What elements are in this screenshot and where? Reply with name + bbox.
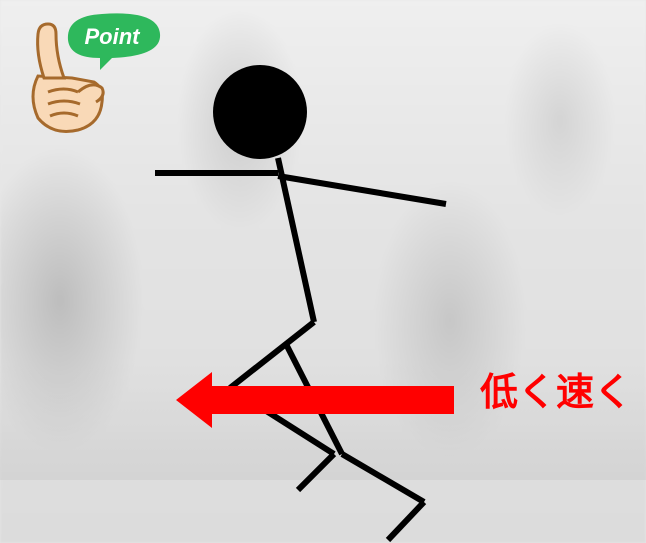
figure-back-thigh bbox=[228, 319, 316, 391]
figure-back-foot bbox=[295, 451, 337, 493]
point-label: Point bbox=[85, 24, 142, 49]
figure-torso bbox=[275, 157, 317, 323]
figure-front-shin bbox=[340, 451, 426, 505]
arrow-shaft bbox=[208, 386, 454, 414]
point-speech-bubble: Point bbox=[67, 13, 161, 70]
figure-front-foot bbox=[385, 499, 427, 543]
arrow-left-head-icon bbox=[176, 372, 212, 428]
figure-right-arm bbox=[277, 173, 447, 207]
point-badge: Point bbox=[31, 13, 161, 133]
speed-caption: 低く速く bbox=[480, 370, 633, 414]
pointing-hand-icon bbox=[31, 22, 105, 133]
figure-head bbox=[213, 65, 307, 159]
